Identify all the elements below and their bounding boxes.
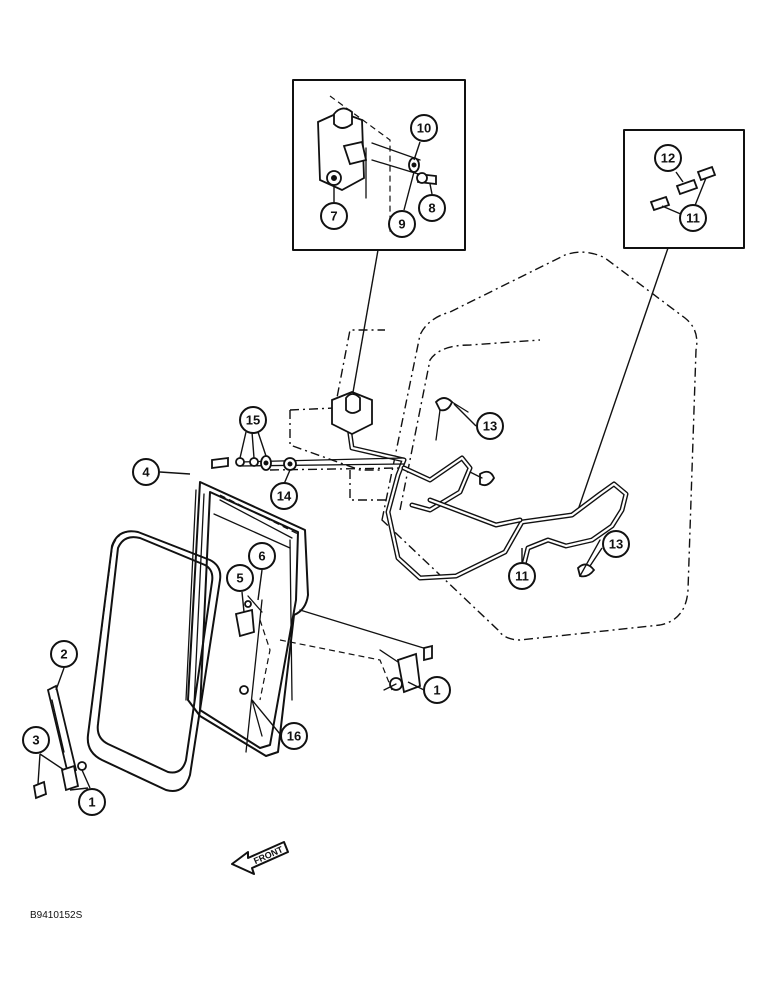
callout-13-upper: 13: [453, 403, 504, 440]
washer-icon: [408, 157, 420, 173]
svg-text:14: 14: [277, 489, 292, 504]
svg-text:10: 10: [417, 121, 431, 136]
callout-4: 4: [132, 458, 191, 486]
svg-text:7: 7: [330, 209, 337, 224]
detail-box-connectors: [623, 129, 745, 249]
svg-text:6: 6: [258, 549, 265, 564]
svg-text:3: 3: [32, 733, 39, 748]
callout-16: 16: [251, 699, 308, 750]
hose-clamp-icon: [434, 397, 601, 578]
callout-1-left: 1: [69, 769, 106, 816]
front-label: FRONT: [252, 844, 285, 866]
svg-text:11: 11: [686, 211, 700, 226]
svg-text:12: 12: [661, 151, 675, 166]
detail-box-reservoir: [292, 79, 466, 251]
washer-pump-icon: [317, 107, 368, 192]
callout-2: 2: [50, 640, 78, 691]
callout-10: 10: [410, 114, 438, 161]
svg-text:5: 5: [236, 571, 243, 586]
cab-body: [269, 251, 698, 641]
hinge-pin-icon: [239, 685, 263, 737]
drawing-number: B9410152S: [30, 910, 83, 921]
reservoir-icon: [331, 391, 373, 436]
callout-9: 9: [388, 171, 416, 238]
svg-text:2: 2: [60, 647, 67, 662]
washer-hose: [239, 417, 629, 583]
connector-icon: [675, 178, 699, 196]
fitting-parts: [211, 455, 297, 471]
svg-text:8: 8: [428, 201, 435, 216]
callout-8: 8: [418, 183, 446, 222]
svg-text:13: 13: [483, 419, 497, 434]
callout-12: 12: [654, 144, 682, 172]
front-direction-arrow: FRONT: [231, 841, 289, 875]
callout-11-main: 11: [508, 548, 536, 590]
wiper-arm-icon: [32, 684, 87, 800]
callout-1-right: 1: [407, 676, 451, 704]
svg-text:1: 1: [88, 795, 95, 810]
svg-text:9: 9: [398, 217, 405, 232]
svg-text:4: 4: [142, 465, 150, 480]
callout-7: 7: [320, 186, 348, 230]
callout-5: 5: [226, 564, 254, 613]
callout-3: 3: [22, 726, 65, 785]
svg-text:13: 13: [609, 537, 623, 552]
svg-text:15: 15: [246, 413, 260, 428]
callout-15: 15: [239, 406, 267, 459]
svg-text:1: 1: [433, 683, 440, 698]
latch-bracket-icon: [234, 595, 263, 638]
svg-text:11: 11: [515, 569, 529, 584]
callout-11-detail: 11: [679, 204, 707, 232]
callout-14: 14: [270, 469, 298, 510]
svg-text:16: 16: [287, 729, 301, 744]
wiper-motor-icon: [379, 644, 433, 694]
door-glass: [86, 530, 222, 792]
callout-13-lower: 13: [589, 530, 630, 567]
bolt-icon: [416, 172, 437, 186]
union-icon: [649, 165, 717, 212]
callout-6: 6: [248, 542, 276, 601]
